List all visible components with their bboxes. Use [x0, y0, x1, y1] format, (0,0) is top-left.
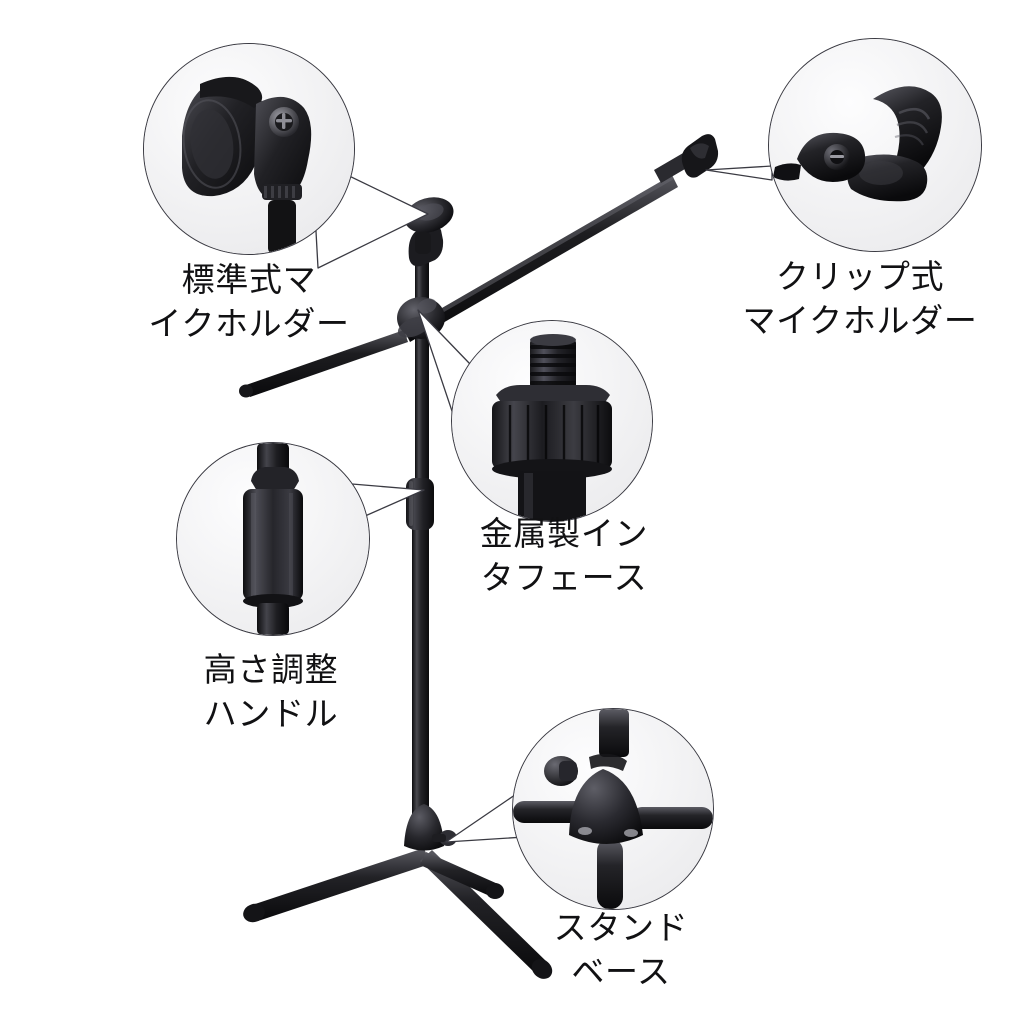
callout-metal-interface	[451, 320, 653, 522]
callout-stand-base	[512, 708, 714, 910]
boom-pivot-clamp	[397, 297, 445, 339]
callout-height-adjust-handle-image	[177, 443, 369, 635]
clip-mic-holder-part	[681, 134, 719, 178]
height-adjustment-collar	[406, 478, 434, 530]
callout-stand-base-image	[513, 709, 713, 909]
callout-metal-interface-image	[452, 321, 652, 521]
callout-height-adjust-handle	[176, 442, 370, 636]
label-metal-interface: 金属製イン タフェース	[479, 515, 649, 597]
standard-mic-holder-part	[404, 197, 454, 267]
label-height-adjust-handle: 高さ調整 ハンドル	[203, 651, 339, 733]
stand-vertical-pole	[412, 238, 429, 850]
label-clip-mic-holder: クリップ式 マイクホルダー	[742, 258, 978, 340]
label-stand-base: スタンド ベース	[553, 909, 689, 991]
callout-clip-mic-holder	[768, 38, 982, 252]
callout-clip-mic-holder-image	[769, 39, 981, 251]
callout-standard-mic-holder	[143, 43, 355, 255]
callout-standard-mic-holder-image	[144, 44, 354, 254]
label-standard-mic-holder: 標準式マ イクホルダー	[148, 261, 350, 343]
